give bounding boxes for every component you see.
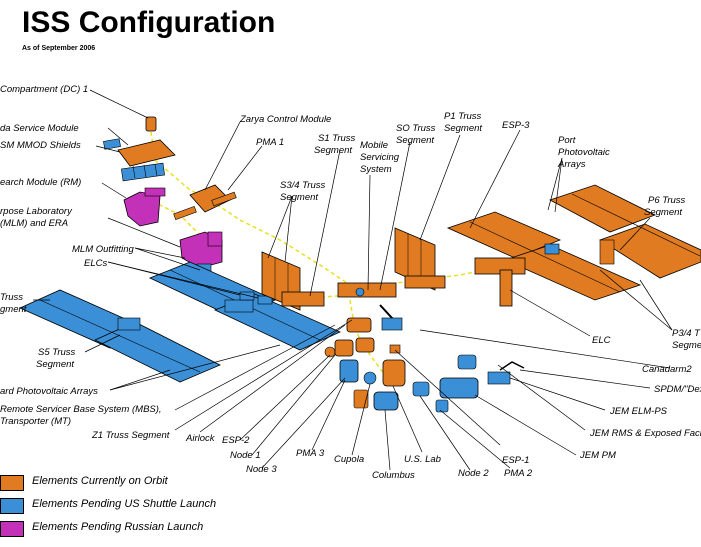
label-node1: Node 1: [230, 450, 261, 461]
label-p34-2: Segme: [672, 340, 701, 351]
legend-swatch-russian: [0, 521, 24, 537]
label-mlm-2: (MLM) and ERA: [0, 218, 68, 229]
label-elcs: ELCs: [84, 258, 107, 269]
leader-lines: [33, 89, 673, 471]
label-zarya: Zarya Control Module: [239, 114, 331, 125]
label-dc1: Compartment (DC) 1: [0, 84, 88, 95]
port-array-outer: [544, 184, 701, 279]
label-s34-1: S3/4 Truss: [280, 180, 325, 191]
node3-cupola: [339, 359, 377, 385]
label-s1-2: Segment: [314, 145, 352, 156]
label-s0-2: Segment: [396, 135, 434, 146]
label-rm: earch Module (RM): [0, 177, 81, 188]
s0-truss: [337, 282, 397, 298]
port-array-inner: [446, 211, 642, 307]
legend-label-us-shuttle: Elements Pending US Shuttle Launch: [32, 498, 217, 510]
legend-label-russian: Elements Pending Russian Launch: [32, 521, 204, 533]
label-pma1: PMA 1: [256, 137, 284, 148]
label-s1-1: S1 Truss: [318, 133, 356, 144]
label-uslab: U.S. Lab: [404, 454, 441, 465]
starboard-array-outer: [19, 289, 221, 383]
p1-truss: [394, 227, 446, 291]
label-jem-rms: JEM RMS & Exposed Facil: [589, 428, 701, 439]
label-truss-left-2: gment: [0, 304, 27, 315]
label-port-2: Photovoltaic: [558, 147, 610, 158]
mlm-module: [179, 231, 223, 275]
label-canadarm: Canadarm2: [642, 364, 692, 375]
label-pma3: PMA 3: [296, 448, 325, 459]
pma-modules: [324, 337, 401, 358]
service-module: [103, 138, 176, 182]
label-airlock: Airlock: [185, 433, 216, 444]
columbus: [353, 389, 399, 411]
page-title: ISS Configuration: [22, 6, 276, 39]
label-s0-1: SO Truss: [396, 123, 436, 134]
docking-compartment: [145, 116, 157, 132]
research-module: [123, 187, 166, 227]
label-elc: ELC: [592, 335, 611, 346]
label-mlm-1: rpose Laboratory: [0, 206, 73, 217]
label-jem-elm: JEM ELM-PS: [609, 406, 668, 417]
label-pma2: PMA 2: [504, 468, 533, 479]
label-port-3: Arrays: [557, 159, 586, 170]
label-jem-pm: JEM PM: [579, 450, 616, 461]
canadarm2: [379, 304, 403, 331]
label-mss-3: System: [360, 164, 392, 175]
legend-swatch-us-shuttle: [0, 498, 24, 514]
legend-swatch-orbit: [0, 475, 24, 491]
legend-label-orbit: Elements Currently on Orbit: [32, 475, 168, 487]
label-mlm-outfitting: MLM Outfitting: [72, 244, 134, 255]
jem-modules: [439, 354, 525, 399]
label-s34-2: Segment: [280, 192, 318, 203]
label-mbs-1: Remote Servicer Base System (MBS),: [0, 404, 162, 415]
label-truss-left-1: Truss: [0, 292, 23, 303]
starboard-array-inner: [148, 261, 341, 351]
label-cupola: Cupola: [334, 454, 364, 465]
label-s5-2: Segment: [36, 359, 74, 370]
label-port-1: Port: [558, 135, 576, 146]
label-p6-2: Segment: [644, 207, 682, 218]
label-z1: Z1 Truss Segment: [91, 430, 170, 441]
label-s5-1: S5 Truss: [38, 347, 76, 358]
label-mbs-2: Transporter (MT): [0, 416, 71, 427]
node2: [412, 381, 449, 413]
label-esp3: ESP-3: [502, 120, 530, 131]
label-service-module: da Service Module: [0, 123, 79, 134]
label-mss-2: Servicing: [360, 152, 400, 163]
label-node2: Node 2: [458, 468, 489, 479]
label-esp1: ESP-1: [502, 455, 529, 466]
label-mss-1: Mobile: [360, 140, 388, 151]
us-lab: [382, 359, 406, 387]
label-p1-2: Segment: [444, 123, 482, 134]
label-spdm: SPDM/"Dex: [654, 384, 701, 395]
label-node3: Node 3: [246, 464, 277, 475]
label-starboard-arrays: ard Photovoltaic Arrays: [0, 386, 98, 397]
zarya-module: [173, 184, 237, 220]
label-columbus: Columbus: [372, 470, 415, 481]
page-subtitle: As of September 2006: [22, 45, 96, 52]
label-p6-1: P6 Truss: [648, 195, 686, 206]
label-p1-1: P1 Truss: [444, 111, 482, 122]
s34-truss: [261, 251, 325, 311]
label-mmod: SM MMOD Shields: [0, 140, 81, 151]
elcs: [239, 291, 273, 305]
node1: [346, 317, 372, 333]
label-p34-1: P3/4 T: [672, 328, 701, 339]
labels: Compartment (DC) 1 da Service Module SM …: [0, 84, 701, 481]
label-esp2: ESP-2: [222, 435, 250, 446]
